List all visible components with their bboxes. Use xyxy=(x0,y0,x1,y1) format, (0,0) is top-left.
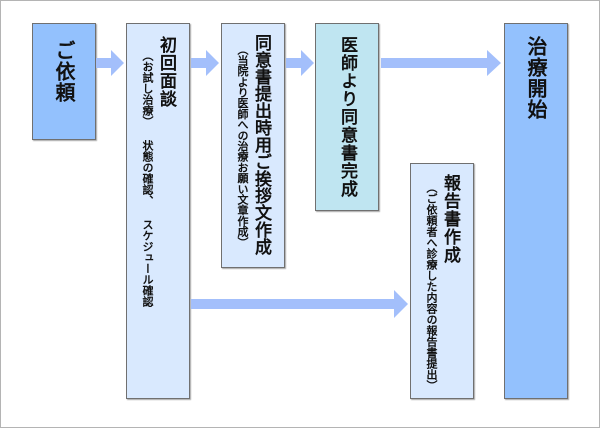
arrow-interview-to-consent-letter xyxy=(191,50,219,76)
step-first-interview-subtitle: （お試し治療） 状態の確認、 スケジュール確認 xyxy=(141,50,154,307)
arrow-request-to-interview xyxy=(96,50,124,76)
step-request-title: ご依頼 xyxy=(52,40,76,103)
step-report-subtitle: （ご依頼者へ診療した内容の報告書提出） xyxy=(425,182,438,391)
step-consent-letter: 同意書提出時用ご挨拶文作成 （当院より医師への治療お願い文章作成） xyxy=(221,23,285,268)
step-consent-complete: 医師より同意書完成 xyxy=(315,23,379,211)
step-report: 報告書作成 （ご依頼者へ診療した内容の報告書提出） xyxy=(410,163,474,399)
step-first-interview-title: 初回面談 xyxy=(156,36,176,108)
step-consent-letter-title: 同意書提出時用ご挨拶文作成 xyxy=(251,34,271,255)
arrow-consent-letter-to-complete xyxy=(286,50,314,76)
step-consent-complete-title: 医師より同意書完成 xyxy=(337,36,357,198)
step-first-interview: 初回面談 （お試し治療） 状態の確認、 スケジュール確認 xyxy=(126,23,190,399)
arrow-complete-to-treatment xyxy=(381,50,501,76)
step-treatment-start: 治療開始 xyxy=(504,23,568,399)
step-treatment-start-title: 治療開始 xyxy=(524,36,548,120)
step-consent-letter-subtitle: （当院より医師への治療お願い文章作成） xyxy=(236,44,249,248)
step-request: ご依頼 xyxy=(32,23,96,140)
step-report-title: 報告書作成 xyxy=(440,174,460,264)
arrow-interview-to-report xyxy=(191,290,408,318)
